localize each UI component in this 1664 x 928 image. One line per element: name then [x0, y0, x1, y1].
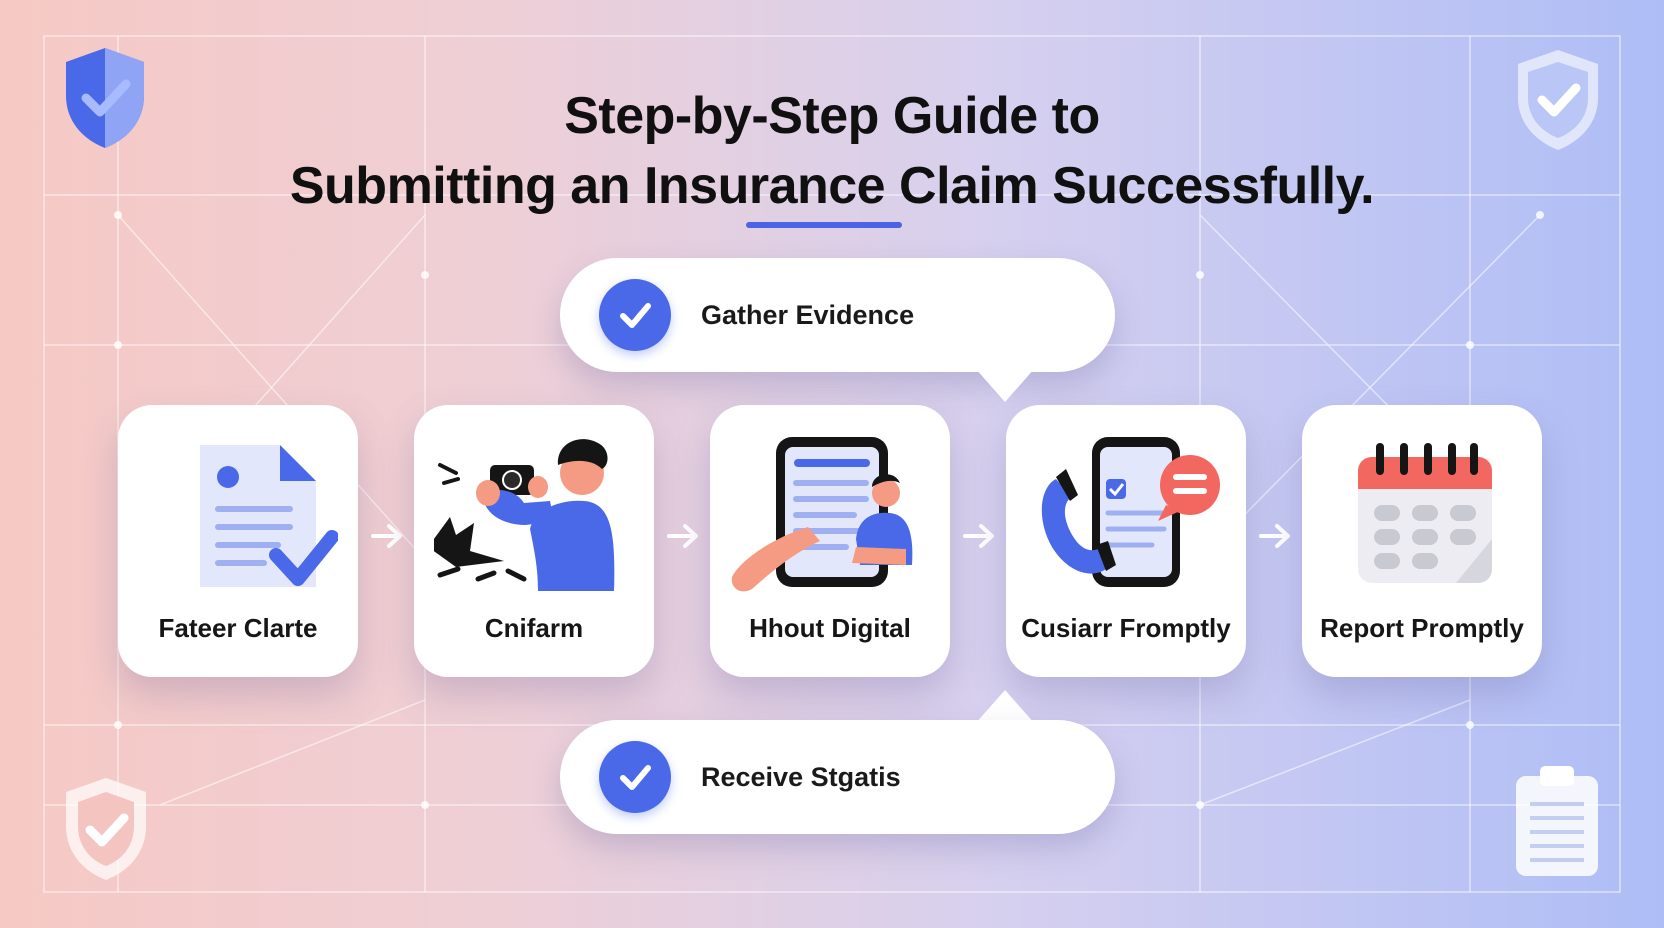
phone-chat-icon	[1026, 429, 1226, 599]
check-circle-icon	[599, 741, 671, 813]
callout-bottom: Receive Stgatis	[560, 720, 1115, 834]
calendar-icon	[1322, 429, 1522, 599]
step-card-4[interactable]: Cusiarr Fromptly	[1006, 405, 1246, 677]
callout-top-label: Gather Evidence	[701, 299, 915, 330]
arrow-right-icon	[1259, 524, 1290, 548]
callout-bottom-pointer	[975, 690, 1035, 724]
tablet-form-icon	[730, 429, 930, 599]
clipboard-icon	[1510, 760, 1604, 885]
step-card-5[interactable]: Report Promptly	[1302, 405, 1542, 677]
callout-top-pointer	[975, 368, 1035, 402]
step-label: Cusiarr Fromptly	[1021, 613, 1231, 643]
shield-check-icon	[60, 44, 150, 157]
shield-check-icon	[60, 774, 152, 889]
step-label: Report Promptly	[1320, 613, 1524, 643]
title-underline	[746, 222, 902, 228]
step-card-1[interactable]: Fateer Clarte	[118, 405, 358, 677]
check-circle-icon	[599, 279, 671, 351]
document-check-icon	[138, 429, 339, 599]
page-title-line-1: Step-by-Step Guide to	[564, 87, 1100, 145]
step-label: Cnifarm	[484, 613, 584, 643]
callout-top: Gather Evidence	[560, 258, 1115, 372]
step-card-3[interactable]: Hhout Digital	[710, 405, 950, 677]
arrow-right-icon	[371, 524, 402, 548]
arrow-right-icon	[963, 524, 994, 548]
step-label: Hhout Digital	[749, 613, 911, 643]
page-title-line-2: Submitting an Insurance Claim Successful…	[289, 157, 1375, 215]
step-label: Fateer Clarte	[158, 613, 318, 643]
camera-photo-icon	[428, 429, 634, 599]
callout-bottom-label: Receive Stgatis	[701, 761, 901, 792]
arrow-right-icon	[667, 524, 698, 548]
step-card-2[interactable]: Cnifarm	[414, 405, 654, 677]
shield-check-icon	[1512, 46, 1604, 159]
